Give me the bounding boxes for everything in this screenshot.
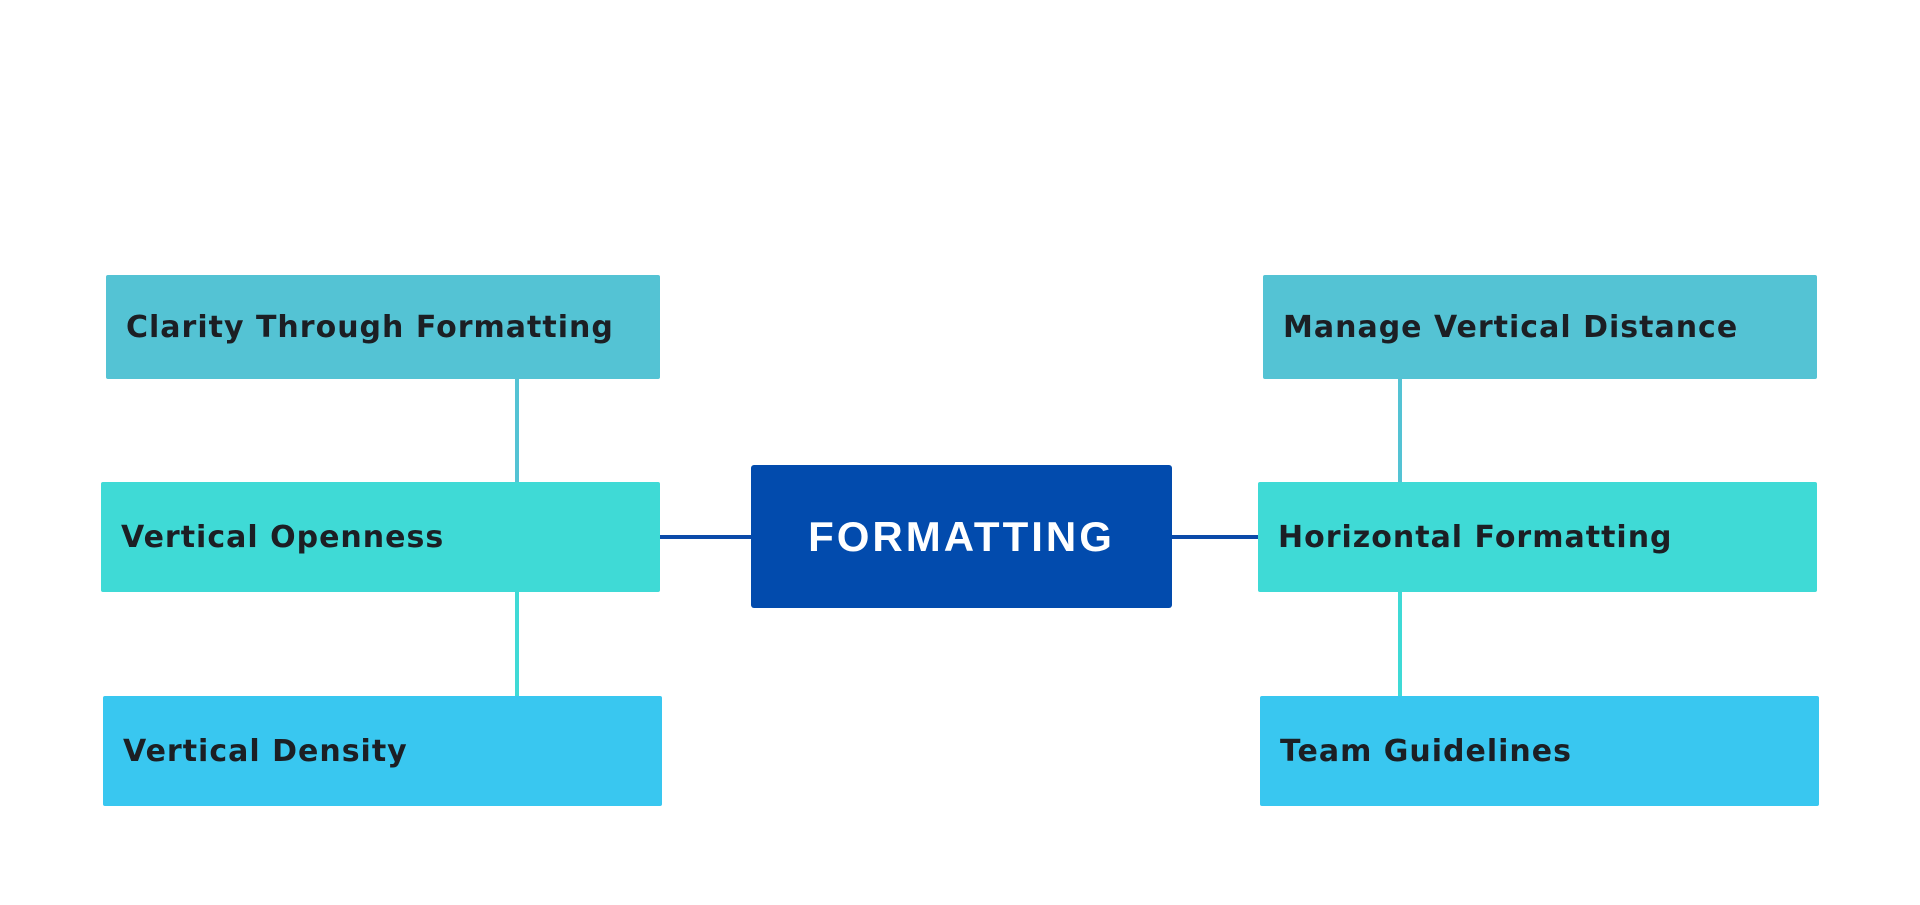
connector-left-horizontal <box>660 535 752 539</box>
node-team-guidelines[interactable]: Team Guidelines <box>1260 696 1819 806</box>
connector-right-bottom-vertical <box>1398 592 1402 696</box>
node-label: Manage Vertical Distance <box>1283 309 1739 345</box>
connector-left-bottom-vertical <box>515 592 519 696</box>
node-horizontal-formatting[interactable]: Horizontal Formatting <box>1258 482 1817 592</box>
node-label: Horizontal Formatting <box>1278 519 1673 555</box>
connector-left-top-vertical <box>515 378 519 482</box>
node-clarity-through-formatting[interactable]: Clarity Through Formatting <box>106 275 660 379</box>
node-label: Vertical Openness <box>121 519 445 555</box>
node-vertical-openness[interactable]: Vertical Openness <box>101 482 660 592</box>
node-vertical-density[interactable]: Vertical Density <box>103 696 662 806</box>
node-manage-vertical-distance[interactable]: Manage Vertical Distance <box>1263 275 1817 379</box>
node-label: Clarity Through Formatting <box>126 309 614 345</box>
connector-right-horizontal <box>1172 535 1258 539</box>
connector-right-top-vertical <box>1398 378 1402 482</box>
center-label: FORMATTING <box>808 512 1115 560</box>
node-label: Team Guidelines <box>1280 733 1572 769</box>
node-label: Vertical Density <box>123 733 408 769</box>
node-formatting-center[interactable]: FORMATTING <box>751 465 1172 608</box>
